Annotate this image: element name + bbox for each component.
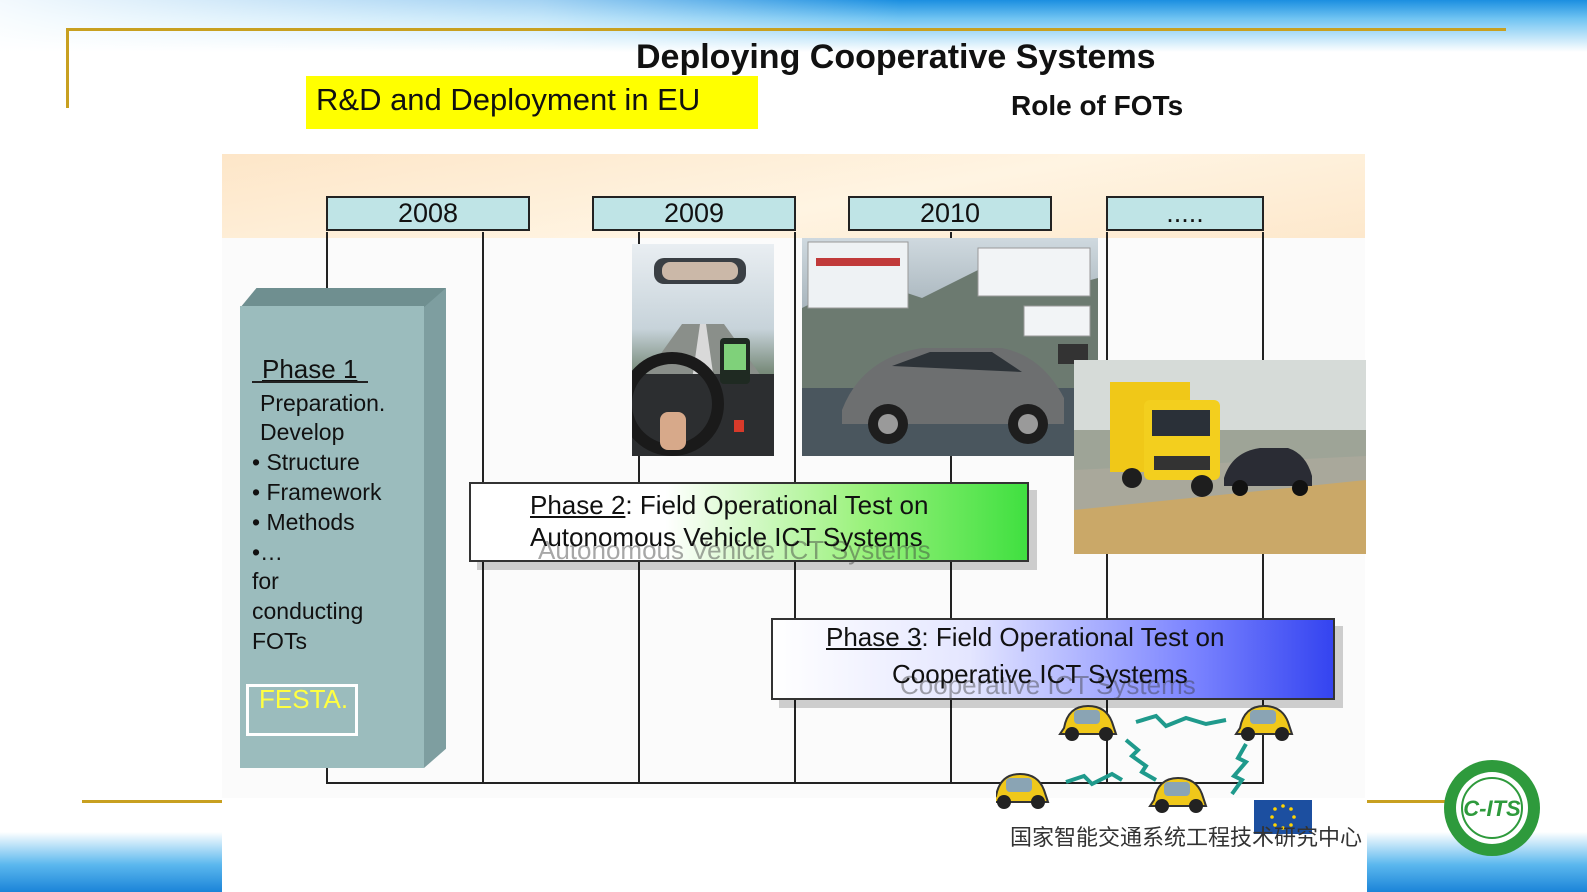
- year-2010: 2010: [848, 196, 1052, 231]
- footer-white-panel: [222, 800, 1367, 892]
- phase1-line: Develop: [260, 419, 345, 445]
- phase1-block-side: [424, 288, 446, 768]
- c-its-logo-text: C-ITS: [1463, 796, 1521, 821]
- phase1-title: Phase 1: [262, 354, 358, 384]
- bottom-gold-line-left: [82, 800, 222, 803]
- phase3-heading-rest: : Field Operational Test on: [921, 622, 1225, 652]
- phase1-bullet: • Framework: [252, 479, 382, 505]
- phase2-line2-shadow: Autonomous Vehicle ICT Systems: [538, 535, 931, 565]
- phase1-title-rule: [252, 381, 368, 383]
- c-its-logo: C-ITS: [1442, 758, 1542, 858]
- eu-flag-icon: [1254, 800, 1312, 834]
- phase1-block: [240, 306, 424, 768]
- year-future: .....: [1106, 196, 1264, 231]
- organization-name: 国家智能交通系统工程技术研究中心: [1010, 826, 1363, 851]
- smart-car-icon: [996, 772, 1050, 809]
- year-2009: 2009: [592, 196, 796, 231]
- top-band-fade: [0, 0, 900, 52]
- smart-car-icon: [1234, 704, 1294, 741]
- phase2-box: [469, 482, 1029, 562]
- phase3-line2-shadow: Cooperative ICT Systems: [900, 670, 1196, 700]
- cooperative-cars-illustration: [996, 704, 1294, 813]
- phase1-line: FOTs: [252, 628, 307, 654]
- left-gold-line: [66, 28, 69, 108]
- phase2-heading-rest: : Field Operational Test on: [625, 490, 929, 520]
- phase1-line: for: [252, 568, 279, 594]
- phase3-heading: Phase 3: Field Operational Test on: [826, 622, 1224, 653]
- slide-title: Deploying Cooperative Systems: [636, 38, 1156, 76]
- phase1-block-top: [240, 288, 446, 308]
- rd-deployment-banner: R&D and Deployment in EU: [306, 76, 758, 129]
- phase3-label: Phase 3: [826, 622, 922, 652]
- smart-car-icon: [1148, 776, 1208, 813]
- festa-label: FESTA.: [259, 684, 349, 714]
- wireless-signal-icon: [1065, 713, 1250, 796]
- phase1-line: Preparation.: [260, 390, 386, 416]
- phase1-bullet: •…: [252, 539, 284, 565]
- truck-photo: [1074, 360, 1366, 554]
- phase1-bullet: • Methods: [252, 509, 355, 535]
- rd-deployment-banner-label: R&D and Deployment in EU: [316, 82, 701, 117]
- bottom-gold-line-right: [1367, 800, 1487, 803]
- slide-subtitle: Role of FOTs: [1011, 90, 1184, 121]
- volvo-photo: [802, 238, 1098, 456]
- festa-box: [246, 684, 358, 736]
- top-gold-line: [66, 28, 1506, 31]
- phase2-label: Phase 2: [530, 490, 626, 520]
- phase1-line: conducting: [252, 598, 364, 624]
- phase3-box: [771, 618, 1335, 700]
- timeline-baseline: [326, 782, 1264, 784]
- year-2008: 2008: [326, 196, 530, 231]
- driver-photo: [632, 244, 774, 456]
- phase2-heading: Phase 2: Field Operational Test on: [530, 490, 928, 521]
- phase3-line2: Cooperative ICT Systems: [892, 659, 1188, 689]
- phase2-line2: Autonomous Vehicle ICT Systems: [530, 522, 923, 552]
- smart-car-icon: [1058, 704, 1118, 741]
- phase1-bullet: • Structure: [252, 449, 360, 475]
